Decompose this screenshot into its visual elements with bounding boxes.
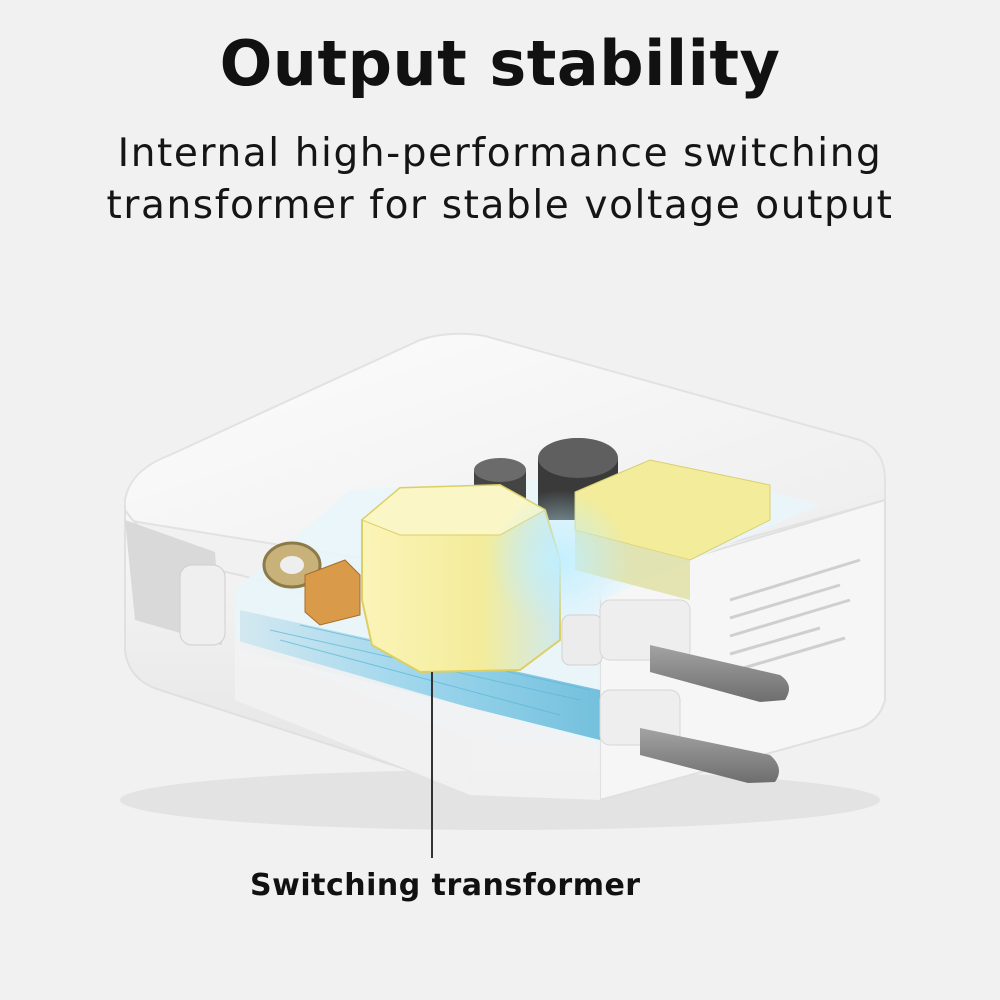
callout-label-switching-transformer: Switching transformer: [250, 868, 641, 903]
page-title: Output stability: [219, 27, 781, 100]
charger-cutaway-icon: [120, 332, 886, 858]
feature-description: Internal high-performance switching tran…: [0, 128, 1000, 232]
feature-description-line-1: Internal high-performance switching: [117, 131, 883, 176]
feature-description-line-2: transformer for stable voltage output: [106, 183, 894, 228]
